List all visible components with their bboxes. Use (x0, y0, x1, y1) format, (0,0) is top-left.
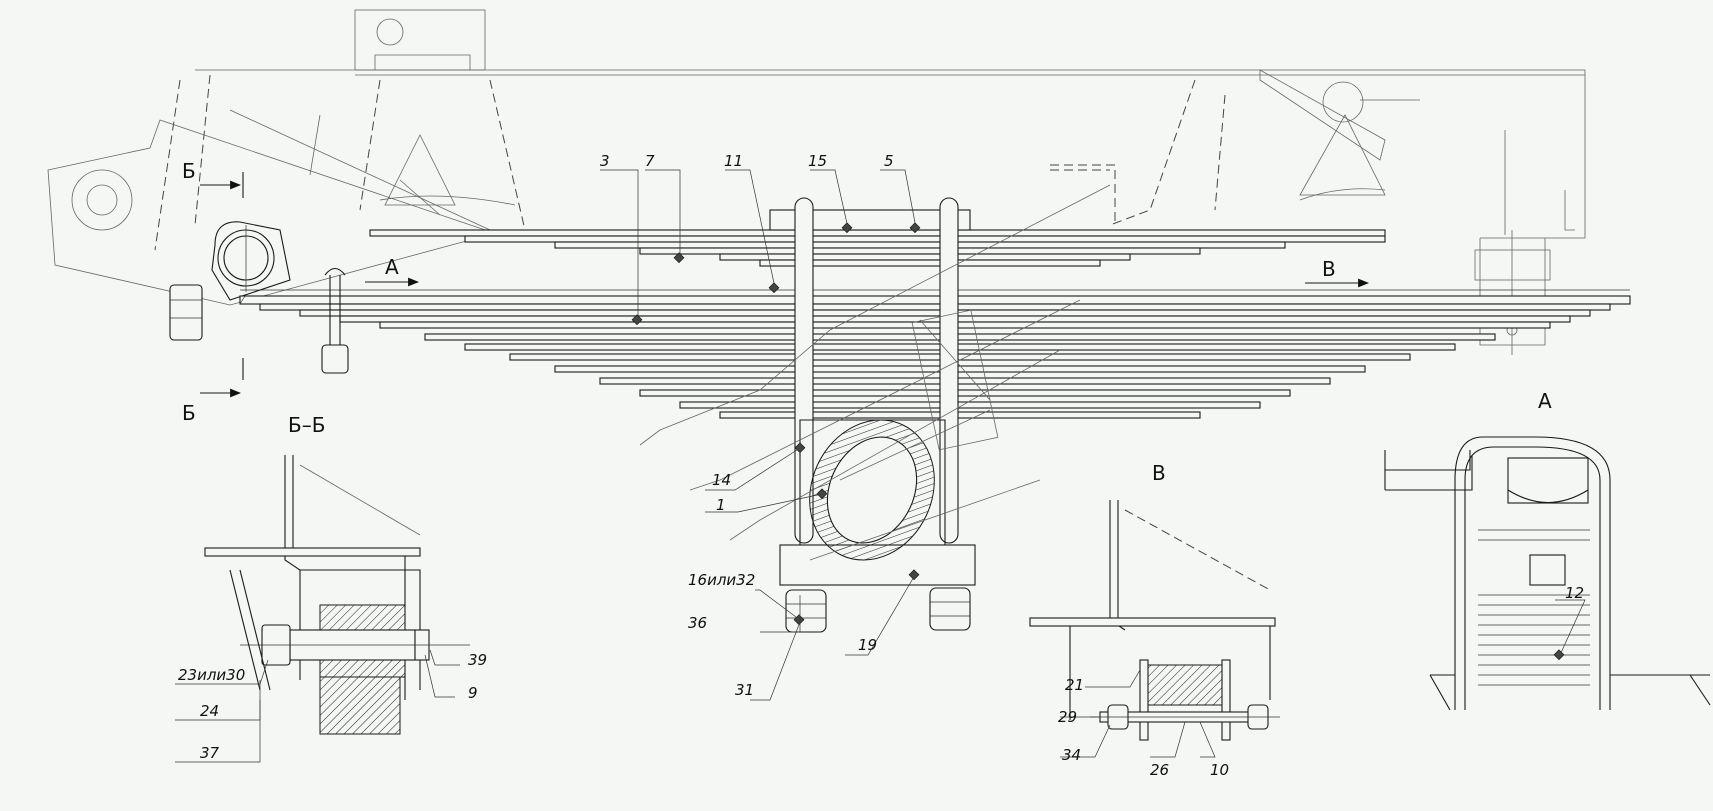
phantom-view-lines (639, 184, 1111, 561)
callout-24: 24 (200, 702, 219, 720)
section-line-bb (200, 172, 244, 398)
callout-36: 36 (688, 614, 707, 632)
section-bb-detail (204, 455, 470, 735)
front-shackle-bolts (169, 267, 349, 374)
callout-39: 39 (468, 651, 487, 669)
callout-10: 10 (1210, 761, 1229, 779)
callout-23: 23или30 (178, 666, 245, 684)
callout-9: 9 (468, 684, 478, 702)
label-section-b-bottom: Б (182, 401, 196, 425)
vehicle-frame-outline (154, 9, 1586, 355)
callout-19: 19 (858, 636, 877, 654)
u-bolt-clamp (769, 197, 976, 633)
label-view-v-title: В (1152, 461, 1166, 485)
view-v-detail (1029, 500, 1280, 741)
callout-21: 21 (1065, 676, 1084, 694)
callout-12: 12 (1565, 584, 1584, 602)
label-arrow-v: В (1322, 257, 1336, 281)
callout-14: 14 (712, 471, 731, 489)
callout-7: 7 (645, 152, 655, 170)
callout-11: 11 (724, 152, 743, 170)
callout-29: 29 (1058, 708, 1077, 726)
callout-3: 3 (600, 152, 610, 170)
spring-eye (211, 221, 291, 301)
callout-16: 16или32 (688, 571, 755, 589)
callout-31: 31 (735, 681, 754, 699)
view-a-leaves (1478, 529, 1590, 686)
leaf-spring-pack (239, 229, 1631, 419)
label-view-a-title: А (1538, 389, 1552, 413)
callout-26: 26 (1150, 761, 1169, 779)
callout-1: 1 (716, 496, 726, 514)
callout-34: 34 (1062, 746, 1081, 764)
label-arrow-a: А (385, 255, 399, 279)
label-section-bb-title: Б–Б (288, 413, 325, 437)
callout-labels: 3 7 11 15 5 14 1 16или32 36 31 19 23или3… (178, 152, 1584, 779)
view-a-detail (1384, 436, 1711, 711)
label-section-b-top: Б (182, 159, 196, 183)
callout-37: 37 (200, 744, 220, 762)
callout-5: 5 (884, 152, 894, 170)
callout-15: 15 (808, 152, 827, 170)
callout-leaders (175, 169, 1586, 763)
front-bracket (47, 109, 516, 306)
rear-bracket (1259, 69, 1420, 201)
view-labels: Б Б А В А В Б–Б (182, 159, 1552, 485)
view-arrows (365, 277, 1370, 288)
